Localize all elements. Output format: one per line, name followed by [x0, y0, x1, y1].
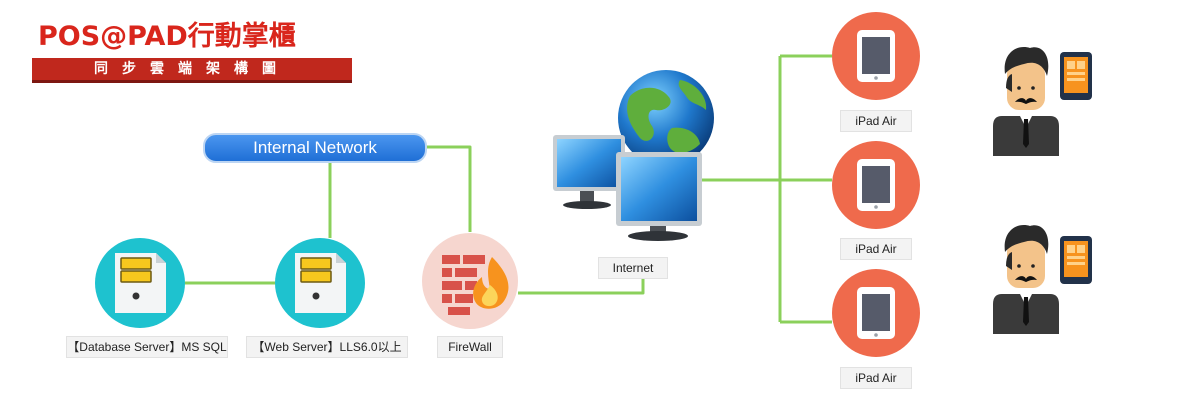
user-with-tablet-icon-1: [993, 47, 1092, 156]
monitor-front-icon: [616, 152, 702, 241]
tablet-icon: [1060, 52, 1092, 100]
ipad-label-1: iPad Air: [840, 110, 912, 132]
ipad-icon-3: [832, 269, 920, 357]
tablet-icon: [1060, 236, 1092, 284]
web-server-icon: [275, 238, 365, 328]
diagram-title: POS@PAD行動掌櫃: [38, 21, 296, 52]
internal-network-label: Internal Network: [203, 133, 427, 163]
user-with-tablet-icon-2: [993, 225, 1092, 334]
ipad-icon-1: [832, 12, 920, 100]
diagram-subtitle: 同步雲端架構圖: [32, 58, 352, 80]
ipad-label-3: iPad Air: [840, 367, 912, 389]
firewall-icon: [422, 233, 518, 329]
database-server-label: 【Database Server】MS SQL: [66, 336, 228, 358]
connector-network-firewall: [423, 145, 472, 232]
ipad-icon-2: [832, 141, 920, 229]
internet-icon: [553, 70, 714, 241]
firewall-label: FireWall: [437, 336, 503, 358]
ipad-label-2: iPad Air: [840, 238, 912, 260]
web-server-label: 【Web Server】LLS6.0以上: [246, 336, 408, 358]
subtitle-shadow: [32, 80, 352, 83]
monitor-back-icon: [553, 135, 625, 209]
database-server-icon: [95, 238, 185, 328]
internet-label: Internet: [598, 257, 668, 279]
